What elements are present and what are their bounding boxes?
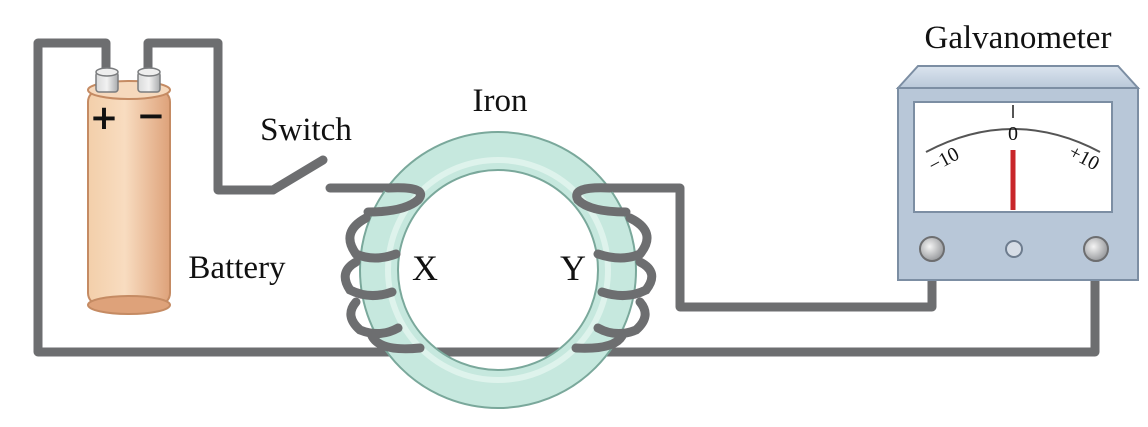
battery-minus-terminal[interactable] bbox=[137, 67, 161, 93]
battery-minus-sign: − bbox=[137, 96, 166, 136]
battery-plus-terminal[interactable] bbox=[95, 67, 119, 93]
galvanometer-scale-arc bbox=[925, 128, 1101, 153]
battery-plus-sign: + bbox=[90, 98, 119, 138]
coil-y-label: Y bbox=[560, 248, 586, 288]
galvanometer: −10 0 +10 bbox=[895, 65, 1141, 281]
coil-y bbox=[571, 183, 657, 353]
wire-battery-minus-to-switch bbox=[143, 38, 278, 195]
galvanometer-label: Galvanometer bbox=[925, 20, 1112, 56]
switch-blade[interactable] bbox=[268, 155, 328, 195]
wire-battery-plus-to-meter bbox=[33, 38, 1100, 357]
wires bbox=[33, 38, 1100, 357]
iron-label: Iron bbox=[473, 83, 528, 119]
wire-coil-y-to-meter bbox=[605, 183, 937, 312]
coil-x-label: X bbox=[412, 248, 438, 288]
battery: + − bbox=[87, 67, 171, 315]
scale-label-center: 0 bbox=[1008, 123, 1018, 145]
battery-label: Battery bbox=[188, 250, 286, 286]
coil-x bbox=[340, 183, 426, 354]
galvanometer-right-terminal[interactable] bbox=[1083, 236, 1109, 262]
galvanometer-center-knob[interactable] bbox=[1005, 240, 1023, 258]
galvanometer-left-terminal[interactable] bbox=[919, 236, 945, 262]
iron-ring bbox=[359, 131, 637, 409]
switch-label: Switch bbox=[260, 112, 352, 148]
